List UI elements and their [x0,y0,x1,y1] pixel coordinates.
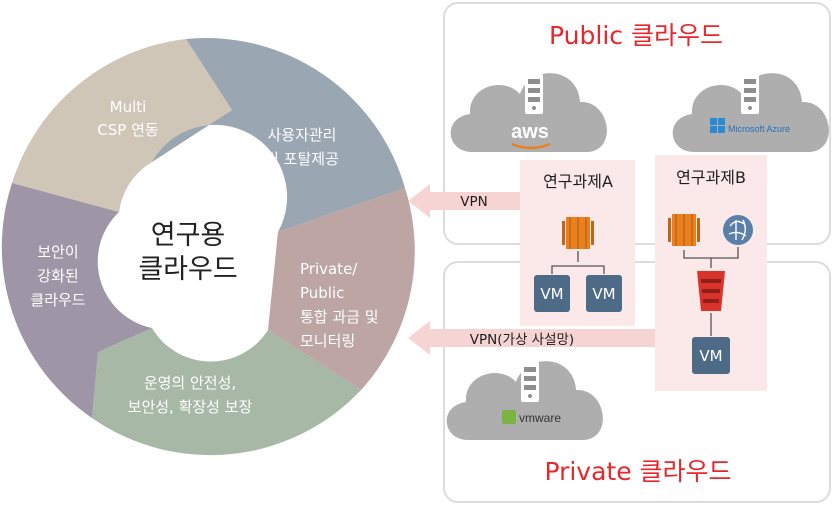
vpn-arrow [408,184,520,218]
segment-user-label-1: 사용자관리 [267,126,336,144]
segment-user-portal [152,38,405,233]
cycle-diagram: 연구용 클라우드 Multi CSP 연동 사용자관리 및 포탈제공 Priva… [1,38,415,456]
server-icon [525,74,543,114]
segment-ops-label-2: 보안성, 확장성 보장 [128,398,253,416]
s3-bucket-icon [697,271,725,311]
project-a-vm-2-label: VM [592,285,615,303]
windows-logo-icon [710,118,725,133]
project-b-title: 연구과제B [676,168,746,187]
public-cloud-title: Public 클라우드 [549,21,723,50]
ml-brain-icon [723,215,753,245]
ec2-icon [561,216,595,250]
segment-ops-label-1: 운영의 안전성, [144,374,236,392]
private-cloud-title: Private 클라우드 [544,457,731,486]
project-b-vm-label: VM [699,347,722,365]
segment-multi-csp-body [12,39,232,212]
project-b-vm [692,337,730,374]
project-a-title: 연구과제A [543,172,613,191]
segment-user-label-2: 및 포탈제공 [265,150,339,168]
segment-multi-label-2: CSP 연동 [97,121,159,139]
segment-billing-label-4: 모니터링 [300,332,355,350]
center-title-line1: 연구용 [151,220,226,251]
azure-logo-text: Microsoft Azure [728,124,790,134]
vmware-logo-text: vmware [519,411,561,425]
vpn-private-arrow [408,321,655,355]
segment-secure-label-3: 클라우드 [30,291,85,309]
segment-operations [92,328,361,456]
segment-secure-cloud [1,183,153,418]
aws-smile-icon [511,142,551,150]
vpn-private-label: VPN(가상 사설망) [470,332,574,348]
server-icon [741,74,759,114]
segment-billing-monitoring [268,188,415,390]
segment-secure-label-2: 강화된 [37,267,78,285]
project-a-connector [551,251,605,274]
project-b-connector [683,247,739,268]
project-a-vm-1-label: VM [540,285,563,303]
aws-cloud: aws [450,73,607,152]
project-a-vm-2 [586,275,622,312]
segment-multi-label-1: Multi [110,98,147,116]
vpn-label: VPN [460,194,487,210]
segment-billing-label-2: Public [300,284,344,302]
vmware-badge-icon [502,410,516,424]
server-icon [521,362,539,402]
project-a-vm-1 [534,275,570,312]
segment-secure-label-1: 보안이 [37,243,78,261]
center-title-line2: 클라우드 [138,254,237,285]
segment-billing-label-1: Private/ [300,260,358,278]
cycle-center [118,178,258,318]
ec2-icon [667,213,701,247]
vmware-cloud: vmware [446,361,603,440]
segment-billing-label-3: 통합 과금 및 [300,308,379,326]
azure-cloud: Microsoft Azure [672,73,829,152]
aws-logo-text: aws [511,121,549,143]
